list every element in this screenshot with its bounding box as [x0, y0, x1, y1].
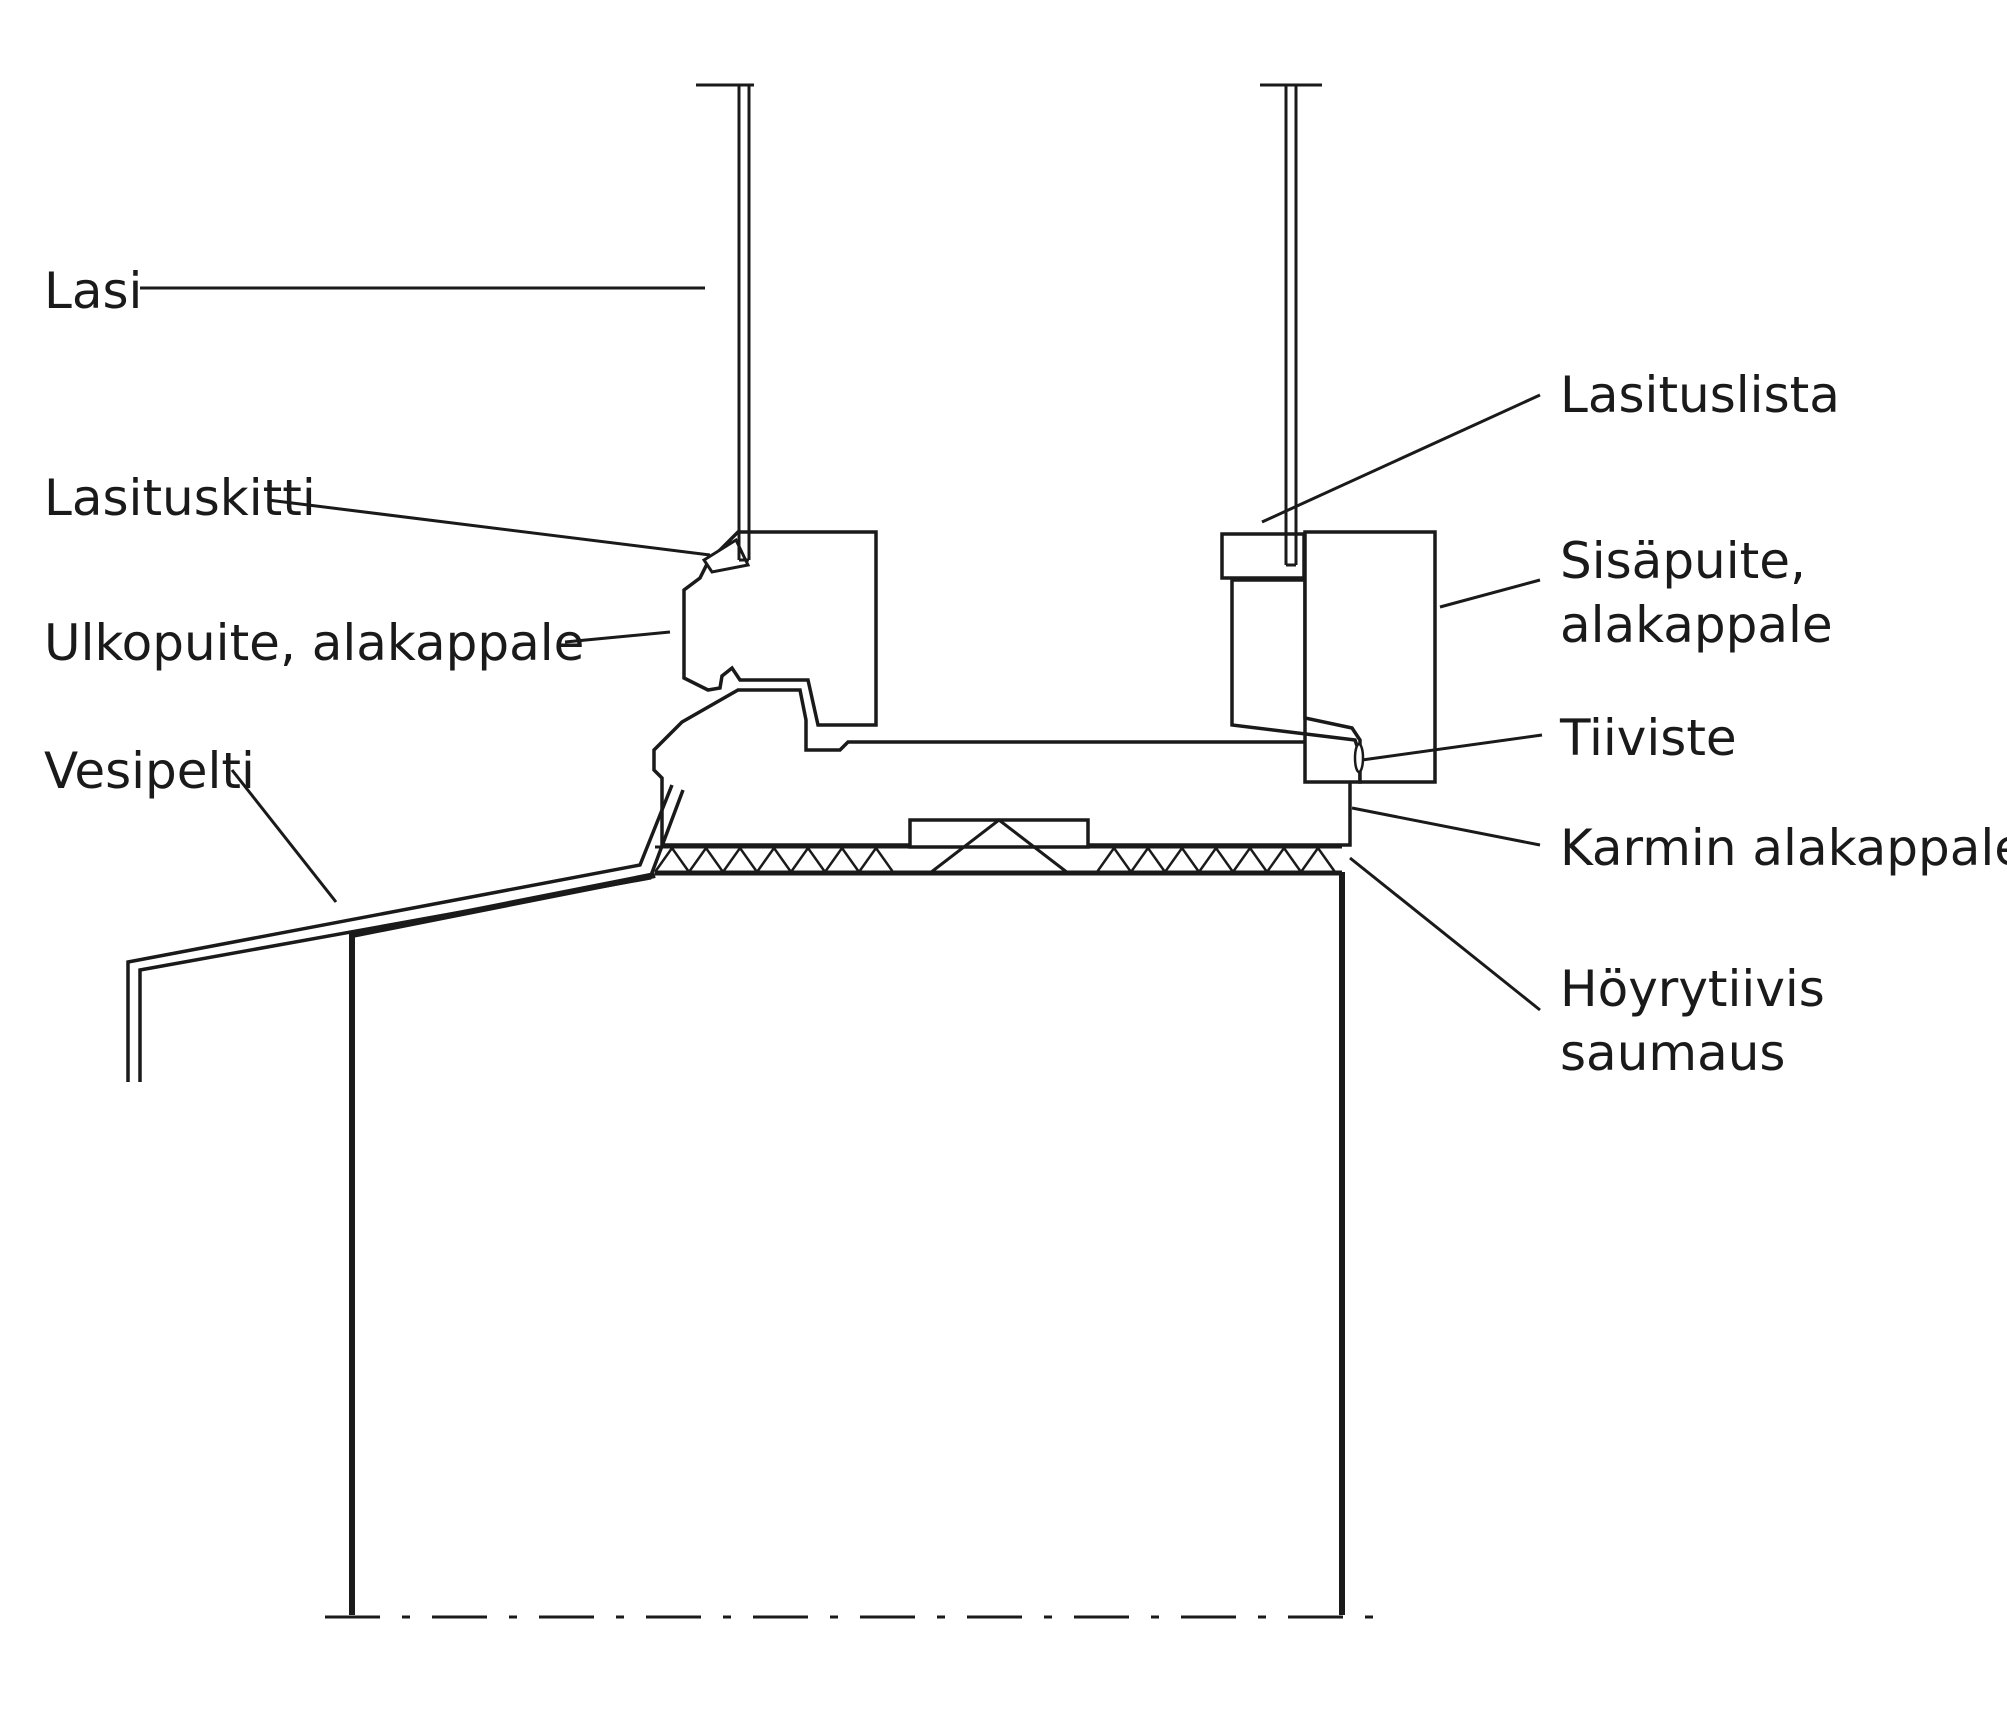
label-sisapuite-line1: Sisäpuite, — [1560, 532, 1806, 590]
gasket — [1353, 742, 1365, 774]
label-lasituslista: Lasituslista — [1560, 366, 1840, 424]
label-lasi: Lasi — [44, 262, 142, 320]
vapor-seal-strip — [653, 845, 1342, 876]
label-sisapuite-line2: alakappale — [1560, 596, 1833, 654]
inner-sash-bottom — [1220, 530, 1437, 784]
glazing-putty — [701, 537, 751, 574]
label-ulkopuite: Ulkopuite, alakappale — [44, 614, 584, 672]
water-flashing — [126, 784, 685, 1082]
outer-sash-bottom — [682, 530, 878, 727]
labels: Lasi Lasituskitti Ulkopuite, alakappale … — [44, 262, 2007, 1082]
frame-bottom-piece — [652, 688, 1352, 875]
wall-section — [349, 872, 1345, 1615]
label-tiiviste: Tiiviste — [1559, 709, 1737, 767]
label-lasituskitti: Lasituskitti — [44, 469, 316, 527]
label-karmin-alakappale: Karmin alakappale — [1560, 819, 2007, 877]
glazing-bead — [1220, 532, 1306, 580]
label-hoyrytiivis-line2: saumaus — [1560, 1024, 1785, 1082]
label-vesipelti: Vesipelti — [44, 742, 255, 800]
glass-panes — [696, 83, 1322, 567]
label-hoyrytiivis-line1: Höyrytiivis — [1560, 960, 1825, 1018]
leader-lines — [140, 286, 1543, 1012]
